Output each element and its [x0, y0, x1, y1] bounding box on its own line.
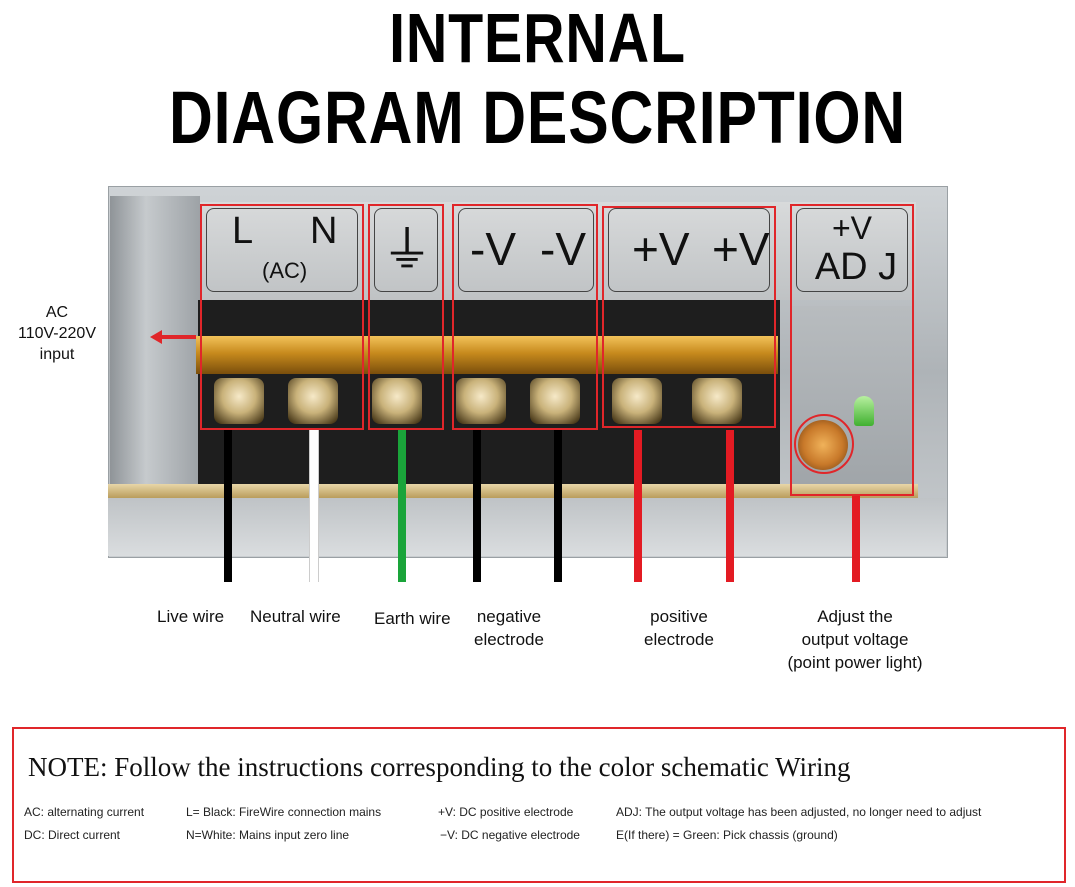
power-led: [854, 396, 874, 426]
terminal-label-ac: (AC): [262, 258, 308, 283]
earth-wire-label: Earth wire: [374, 609, 451, 628]
terminal-label-pos-1: +V: [632, 223, 690, 275]
input-arrow-icon: [150, 330, 196, 344]
adjust-label-line-3: (point power light): [787, 653, 923, 672]
terminal-screw: [288, 378, 338, 424]
positive-electrode-label: positive electrode: [644, 605, 714, 651]
title-line-1: INTERNAL: [389, 0, 686, 77]
terminal-screw: [214, 378, 264, 424]
note-box: [12, 727, 1066, 883]
note-r1-c4: ADJ: The output voltage has been adjuste…: [616, 805, 982, 819]
highlight-adj-group: [790, 204, 914, 496]
adjust-label-line-2: output voltage: [801, 630, 909, 649]
terminal-plate-pos: [608, 208, 770, 292]
earth-wire: [398, 430, 406, 582]
note-r1-c3: +V: DC positive electrode: [438, 805, 574, 819]
positive-label-line-1: positive: [650, 607, 708, 626]
live-wire: [224, 430, 232, 582]
live-wire-label: Live wire: [157, 607, 225, 626]
terminal-screw: [372, 378, 422, 424]
highlight-ac-group: [200, 204, 364, 430]
ac-input-label: AC 110V-220V input: [5, 302, 109, 365]
note-r1-c2: L= Black: FireWire connection mains: [186, 805, 382, 819]
terminal-label-neg-1: -V: [470, 223, 516, 275]
terminal-screw: [530, 378, 580, 424]
highlight-earth-group: [368, 204, 444, 430]
note-r1-c1: AC: alternating current: [24, 805, 145, 819]
positive-label-line-2: electrode: [644, 630, 714, 649]
neutral-wire: [309, 430, 319, 582]
negative-label-line-1: negative: [476, 607, 542, 626]
case-side-panel: [110, 196, 200, 496]
note-r2-c3: −V: DC negative electrode: [440, 828, 580, 842]
terminal-label-pos-2: +V: [712, 223, 770, 275]
terminal-label-adj-top: +V: [831, 210, 873, 246]
terminal-screw: [692, 378, 742, 424]
note-r2-c2: N=White: Mains input zero line: [186, 828, 350, 842]
note-title: NOTE: Follow the instructions correspond…: [28, 752, 851, 782]
positive-wire-1: [634, 430, 642, 582]
highlight-neg-group: [452, 204, 598, 430]
highlight-adj-pot: [794, 414, 854, 474]
terminal-plate-earth: [374, 208, 438, 292]
ac-input-line-3: input: [39, 346, 75, 363]
terminal-plate-ac: [206, 208, 358, 292]
neutral-wire-label: Neutral wire: [250, 607, 341, 626]
title-line-2: DIAGRAM DESCRIPTION: [168, 76, 907, 159]
terminal-screw: [456, 378, 506, 424]
note-r2-c1: DC: Direct current: [24, 828, 121, 842]
negative-wire-2: [554, 430, 562, 582]
highlight-pos-group: [602, 206, 776, 428]
negative-wire-1: [473, 430, 481, 582]
terminal-label-n: N: [310, 210, 338, 252]
note-r2-c4: E(If there) = Green: Pick chassis (groun…: [616, 828, 838, 842]
positive-wire-2: [726, 430, 734, 582]
case-bottom-plate: [108, 498, 946, 556]
terminal-label-adj: AD J: [814, 246, 898, 288]
earth-symbol-icon: ⏚: [382, 222, 432, 278]
terminal-brass-bar: [196, 336, 778, 374]
terminal-plate-adj: [796, 208, 908, 292]
ac-input-line-1: AC: [45, 304, 69, 321]
terminal-plate-neg: [458, 208, 594, 292]
adjust-label-line-1: Adjust the: [817, 607, 893, 626]
negative-label-line-2: electrode: [474, 630, 544, 649]
adjust-wire: [852, 496, 860, 582]
ac-input-line-2: 110V-220V: [18, 325, 96, 342]
adjust-voltage-label: Adjust the output voltage (point power l…: [772, 605, 938, 674]
negative-electrode-label: negative electrode: [474, 605, 544, 651]
terminal-label-l: L: [232, 210, 254, 252]
terminal-label-neg-2: -V: [540, 223, 586, 275]
terminal-screw: [612, 378, 662, 424]
